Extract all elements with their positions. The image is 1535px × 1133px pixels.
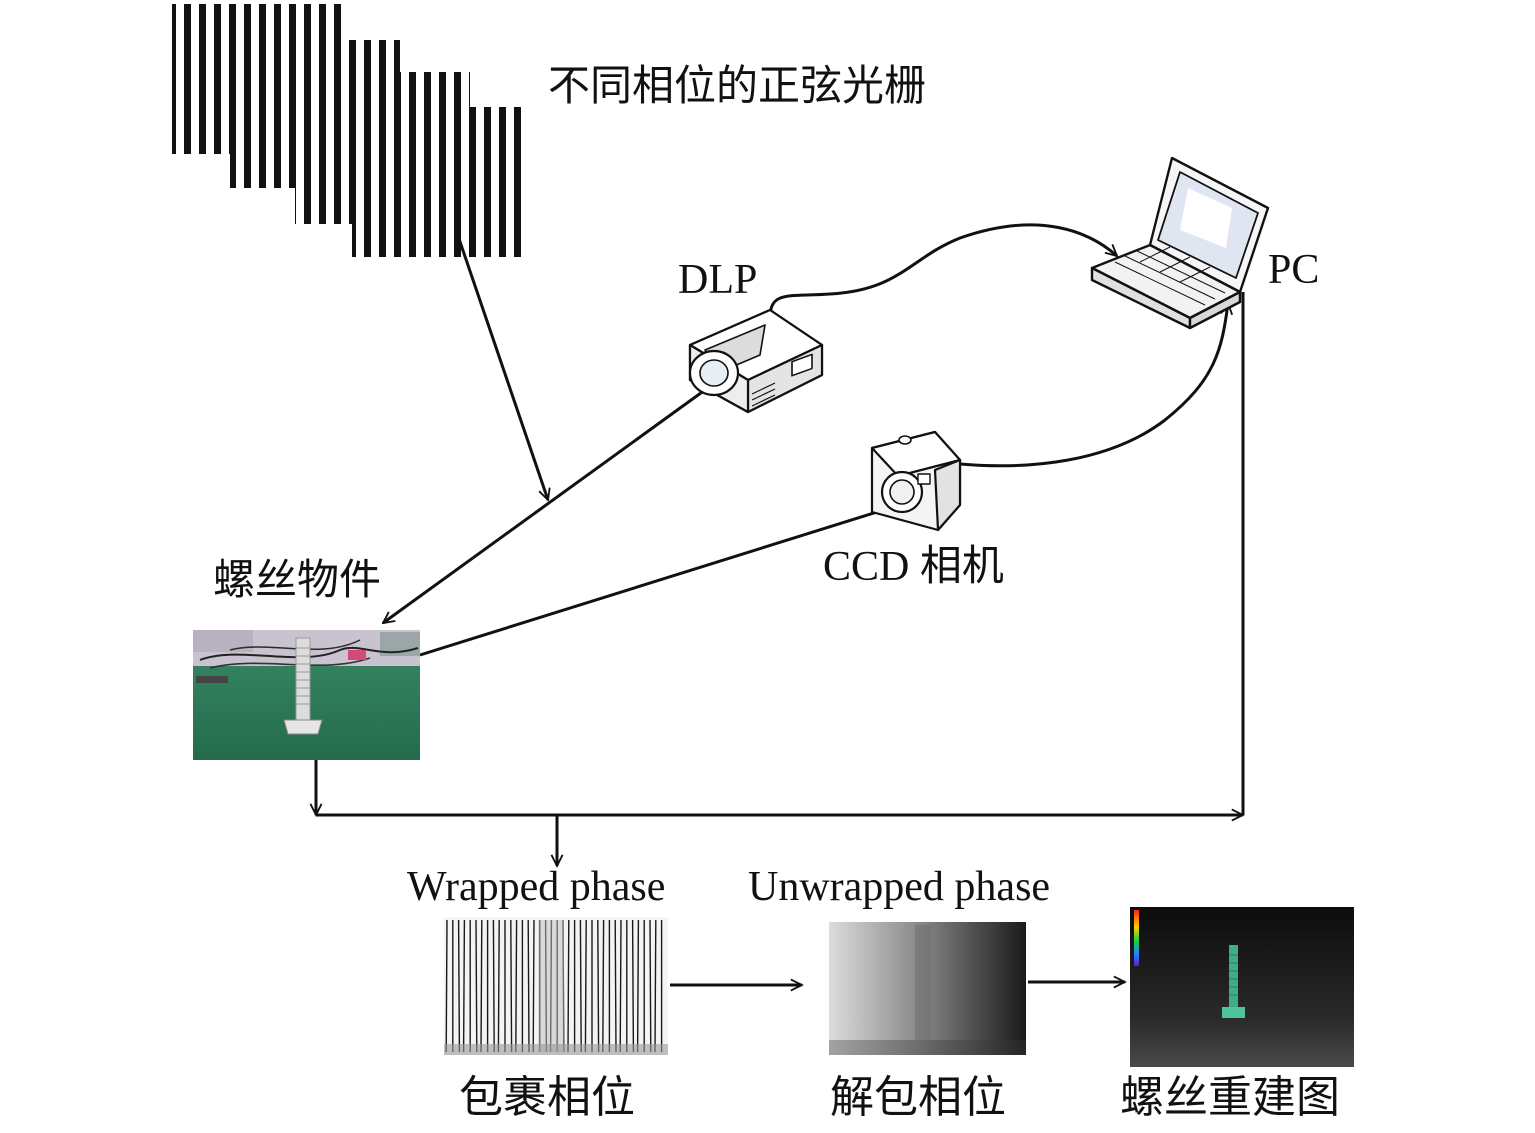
wrapped-fringe-line [584,919,587,1053]
wrapped-fringe-line [636,919,640,1053]
dlp-to-pc-cable [768,223,1117,319]
wrapped-fringe-line [602,919,605,1053]
object-to-camera-arrow [419,507,893,657]
wrapped-fringe-line [497,919,500,1053]
wrapped-fringe-line [567,919,570,1053]
unwrapped-phase-map [829,922,1026,1055]
gratings-label: 不同相位的正弦光栅 [548,61,926,110]
wrapped-fringe-line [480,919,483,1053]
wrapped-phase-en-label: Wrapped phase [407,864,665,910]
object-label: 螺丝物件 [213,555,381,604]
screw-3d-reconstruction [1130,907,1354,1067]
wrapped-fringe-line [445,919,448,1053]
wrapped-fringe-line [654,919,657,1053]
wrapped-fringe-line [515,919,518,1053]
wrapped-fringe-line [492,919,495,1053]
reconstruction-label: 螺丝重建图 [1120,1072,1340,1123]
wrapped-fringe-line [579,919,582,1053]
wrapped-fringe-line [475,919,478,1053]
wrapped-fringe-line [510,919,513,1053]
fringe-pattern-4 [352,107,527,257]
dlp-to-object-arrow [383,388,706,625]
wrapped-fringe-line [614,919,617,1053]
wrapped-phase-cn-label: 包裹相位 [459,1072,635,1123]
camera-to-pc-cable [959,303,1228,468]
wrapped-fringe-line [649,919,652,1053]
wrapped-fringe-line [532,919,535,1053]
wrapped-fringe-line [619,919,622,1053]
dlp-label: DLP [678,257,757,303]
wrapped-fringe-line [597,919,600,1053]
ccd-label: CCD 相机 [823,544,1004,590]
gratings-to-path-arrow [454,229,548,500]
wrapped-phase-map [444,917,668,1055]
screw-object-photo [193,630,420,760]
wrapped-fringe-line [457,919,461,1053]
unwrapped-phase-en-label: Unwrapped phase [748,864,1050,910]
connection-lines [316,223,1245,985]
unwrapped-phase-cn-label: 解包相位 [830,1072,1006,1123]
projector-icon [688,308,824,414]
pc-label: PC [1268,247,1319,293]
wrapped-fringe-line [462,919,466,1053]
fringe-pattern-stack [172,4,527,257]
wrapped-fringe-line [631,919,635,1053]
laptop-icon [1090,156,1270,330]
camera-icon [870,430,962,532]
wrapped-fringe-line [527,919,530,1053]
color-scale-bar [1134,910,1139,966]
